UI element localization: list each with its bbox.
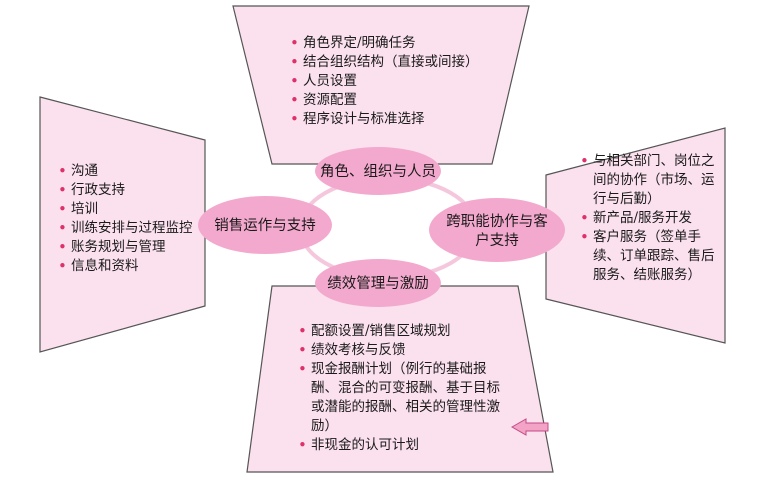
left-arrow-icon bbox=[510, 418, 549, 436]
bottom-panel-item: 绩效考核与反馈 bbox=[298, 341, 500, 360]
ellipse-bottom-label: 绩效管理与激励 bbox=[327, 275, 429, 292]
top-panel-item: 程序设计与标准选择 bbox=[290, 110, 510, 129]
ellipse-bottom-shape bbox=[315, 259, 441, 307]
ellipse-left-label: 销售运作与支持 bbox=[214, 217, 316, 234]
top-panel-item: 人员设置 bbox=[290, 72, 510, 91]
left-panel-item: 沟通 bbox=[58, 162, 198, 181]
left-panel-item: 培训 bbox=[58, 200, 198, 219]
bottom-panel-item: 配额设置/销售区域规划 bbox=[298, 322, 500, 341]
left-panel-item: 训练安排与过程监控 bbox=[58, 219, 198, 238]
bottom-panel-list: 配额设置/销售区域规划 绩效考核与反馈 现金报酬计划（例行的基础报酬、混合的可变… bbox=[298, 322, 500, 455]
ellipse-left-shape bbox=[198, 196, 332, 254]
bottom-panel-item: 现金报酬计划（例行的基础报酬、混合的可变报酬、基于目标或潜能的报酬、相关的管理性… bbox=[298, 360, 500, 436]
right-panel-item: 客户服务（签单手续、订单跟踪、售后服务、结账服务） bbox=[580, 228, 720, 285]
ellipse-top-shape bbox=[315, 147, 441, 195]
left-panel-item: 信息和资料 bbox=[58, 257, 198, 276]
right-panel-item: 新产品/服务开发 bbox=[580, 209, 720, 228]
top-panel-item: 资源配置 bbox=[290, 91, 510, 110]
right-panel-list: 与相关部门、岗位之间的协作（市场、运行与后勤） 新产品/服务开发 客户服务（签单… bbox=[580, 152, 720, 285]
ellipse-top-label: 角色、组织与人员 bbox=[320, 163, 436, 180]
bottom-panel-item: 非现金的认可计划 bbox=[298, 436, 500, 455]
top-panel-item: 结合组织结构（直接或间接） bbox=[290, 53, 510, 72]
top-panel-list: 角色界定/明确任务 结合组织结构（直接或间接） 人员设置 资源配置 程序设计与标… bbox=[290, 34, 510, 129]
left-panel-list: 沟通 行政支持 培训 训练安排与过程监控 账务规划与管理 信息和资料 bbox=[58, 162, 198, 276]
left-panel-item: 账务规划与管理 bbox=[58, 238, 198, 257]
top-panel-item: 角色界定/明确任务 bbox=[290, 34, 510, 53]
ellipse-right-label: 跨职能协作与客户支持 bbox=[446, 214, 548, 249]
left-panel-item: 行政支持 bbox=[58, 181, 198, 200]
right-panel-item: 与相关部门、岗位之间的协作（市场、运行与后勤） bbox=[580, 152, 720, 209]
ellipse-right-shape bbox=[429, 198, 565, 262]
